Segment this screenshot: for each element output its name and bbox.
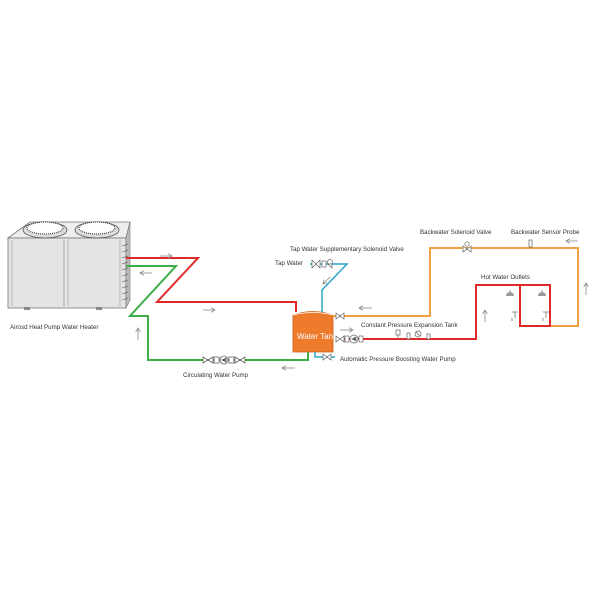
fan-icon	[74, 221, 120, 239]
boosting-pump-label: Automatic Pressure Boosting Water Pump	[340, 356, 456, 363]
expansion-tank-label: Constant Pressure Expansion Tank	[361, 322, 458, 329]
shower-icon	[506, 290, 514, 296]
water-tank	[292, 311, 334, 353]
shower-icon	[538, 290, 546, 296]
flow-arrow	[323, 276, 331, 284]
tap-solenoid-label: Tap Water Supplementary Solenoid Valve	[290, 246, 404, 253]
tap-solenoid-valve	[311, 259, 333, 269]
return-pipe	[126, 265, 309, 361]
backwater-solenoid-valve	[462, 241, 472, 253]
water-tank-label: Water Tank	[297, 332, 338, 341]
backwater-inlet-valve	[335, 312, 345, 320]
tap-water-label: Tap Water	[275, 260, 303, 267]
hot-outlet-pipe	[343, 284, 551, 340]
backwater-pipe	[333, 247, 579, 327]
circulating-pump-label: Circulating Water Pump	[183, 372, 249, 379]
circulating-pump	[202, 355, 246, 365]
boosting-pump	[335, 334, 364, 344]
faucet-icon	[542, 311, 549, 321]
hot-water-outlets-label: Hot Water Outlets	[481, 274, 530, 281]
faucet-icon	[511, 311, 518, 321]
backwater-probe-label: Backwater Sensor Probe	[511, 229, 580, 236]
heat-pump-unit	[6, 221, 131, 310]
hot-supply-pipe	[126, 257, 297, 312]
fan-icon	[22, 221, 68, 239]
drain-valve	[322, 353, 332, 361]
heat-pump-label: Airosd Heat Pump Water Heater	[10, 324, 99, 331]
expansion-tank	[395, 329, 431, 340]
tap-water-pipe	[310, 263, 349, 312]
backwater-sensor-probe	[528, 239, 533, 248]
backwater-solenoid-label: Backwater Solenoid Valve	[420, 229, 492, 236]
